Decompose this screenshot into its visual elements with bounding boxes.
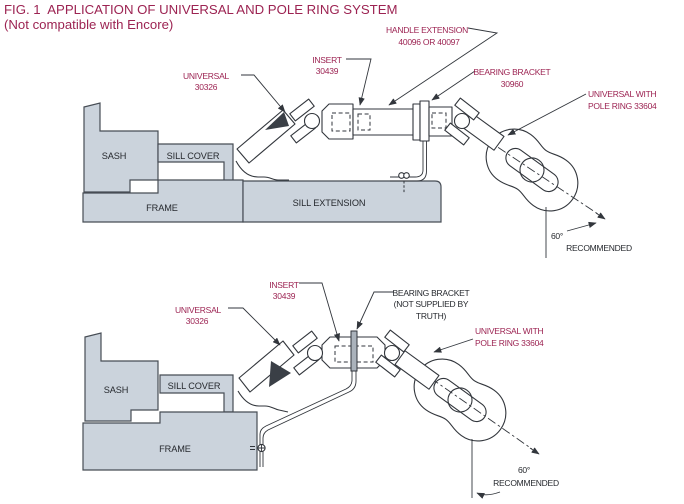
frame-label: FRAME xyxy=(159,444,191,454)
universal-joint-left xyxy=(289,98,321,144)
bearing-bracket-plate xyxy=(419,100,430,142)
angle-dimension: 60° RECOMMENDED xyxy=(545,207,632,258)
sill-cover-label: SILL COVER xyxy=(167,151,220,161)
svg-text:POLE RING 33604: POLE RING 33604 xyxy=(475,338,544,348)
frame-label: FRAME xyxy=(146,203,178,213)
operator-foot xyxy=(237,390,289,413)
bearing-bracket-plate xyxy=(350,330,358,372)
centerline-arrow xyxy=(595,212,606,220)
svg-text:30439: 30439 xyxy=(273,291,296,301)
operator-arm xyxy=(238,340,295,393)
arm-wedge xyxy=(269,361,291,387)
callout-handle-extension: HANDLE EXTENSION 40096 OR 40097 xyxy=(386,25,499,106)
frame-shape xyxy=(82,179,244,223)
rod-end-cap xyxy=(412,103,421,141)
rod-link-left xyxy=(321,103,354,140)
sash-label: SASH xyxy=(104,385,129,395)
callout-bearing-bracket: BEARING BRACKET (NOT SUPPLIED BY TRUTH) xyxy=(356,288,470,330)
angle-recommended: RECOMMENDED xyxy=(566,243,632,253)
insert-dashed-outline xyxy=(357,113,371,131)
callout-universal-pole-ring: UNIVERSAL WITH POLE RING 33604 xyxy=(433,326,544,353)
svg-text:UNIVERSAL WITH: UNIVERSAL WITH xyxy=(588,89,657,99)
callout-bearing-bracket: BEARING BRACKET 30960 xyxy=(431,67,551,101)
sill-cover-shape xyxy=(157,143,234,182)
diagram-bottom: SASH SILL COVER FRAME xyxy=(82,280,559,499)
callout-insert: INSERT 30439 xyxy=(312,55,372,106)
frame-shape xyxy=(82,411,258,471)
svg-text:BEARING BRACKET: BEARING BRACKET xyxy=(473,67,550,77)
svg-text:(NOT SUPPLIED BY: (NOT SUPPLIED BY xyxy=(394,299,469,309)
arm-wedge xyxy=(265,112,289,130)
svg-text:UNIVERSAL WITH: UNIVERSAL WITH xyxy=(475,326,544,336)
universal-joint-right xyxy=(375,329,440,390)
operator-arm xyxy=(236,109,296,164)
mounting-screw xyxy=(398,172,410,193)
sill-extension-shape xyxy=(242,180,442,223)
sash-label: SASH xyxy=(102,151,127,161)
figure-title-line2: (Not compatible with Encore) xyxy=(4,17,173,32)
operator-foot xyxy=(235,160,289,181)
angle-recommended: RECOMMENDED xyxy=(493,478,559,488)
centerline-arrow xyxy=(529,447,540,455)
mounting-screw xyxy=(250,443,266,453)
sill-extension-label: SILL EXTENSION xyxy=(293,198,366,208)
bracket-strap xyxy=(259,371,357,467)
svg-text:INSERT: INSERT xyxy=(269,280,299,290)
svg-text:HANDLE EXTENSION: HANDLE EXTENSION xyxy=(386,25,468,35)
angle-dimension: 60° RECOMMENDED xyxy=(471,439,559,499)
svg-text:INSERT: INSERT xyxy=(312,55,342,65)
callout-universal: UNIVERSAL 30326 xyxy=(175,305,281,346)
svg-text:30326: 30326 xyxy=(186,316,209,326)
sash-shape xyxy=(84,332,159,422)
callout-universal-pole-ring: UNIVERSAL WITH POLE RING 33604 xyxy=(507,89,657,136)
svg-text:TRUTH): TRUTH) xyxy=(416,311,447,321)
handle-extension-rod xyxy=(352,108,415,136)
angle-value: 60° xyxy=(518,465,530,475)
figure-title-line1: FIG. 1 APPLICATION OF UNIVERSAL AND POLE… xyxy=(4,2,398,17)
svg-text:UNIVERSAL: UNIVERSAL xyxy=(183,71,229,81)
svg-text:30326: 30326 xyxy=(195,82,218,92)
svg-text:POLE RING 33604: POLE RING 33604 xyxy=(588,101,657,111)
sill-cover-label: SILL COVER xyxy=(168,381,221,391)
insert-dashed-outline xyxy=(431,112,447,129)
diagram-top: SASH SILL COVER FRAME SILL EXTENSION xyxy=(82,25,657,258)
pole-ring xyxy=(413,358,507,442)
svg-text:30960: 30960 xyxy=(501,79,524,89)
figure-title: FIG. 1 APPLICATION OF UNIVERSAL AND POLE… xyxy=(4,2,398,32)
svg-text:40096 OR 40097: 40096 OR 40097 xyxy=(398,37,460,47)
insert-dashed-outline xyxy=(331,112,351,132)
svg-text:BEARING BRACKET: BEARING BRACKET xyxy=(392,288,469,298)
bracket-strap xyxy=(390,141,427,182)
sash-shape xyxy=(83,102,159,193)
svg-text:UNIVERSAL: UNIVERSAL xyxy=(175,305,221,315)
universal-joint-left xyxy=(292,330,324,376)
callout-universal: UNIVERSAL 30326 xyxy=(183,71,286,113)
svg-text:30439: 30439 xyxy=(316,66,339,76)
angle-value: 60° xyxy=(551,231,563,241)
callout-insert: INSERT 30439 xyxy=(269,280,340,342)
universal-joint-right xyxy=(444,97,505,151)
